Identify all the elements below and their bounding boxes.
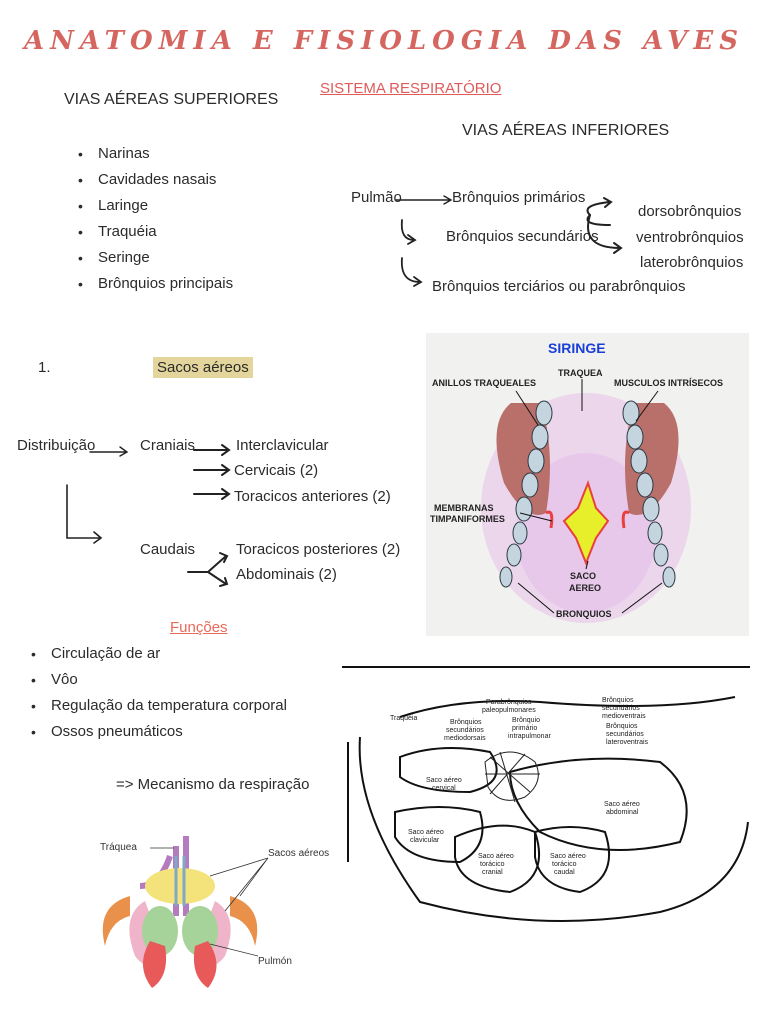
bronquios-secundarios: Brônquios secundários	[446, 228, 599, 245]
air-sac-diagram: Traquéia Parabrônquios paleopulmonares B…	[342, 666, 750, 922]
label-saco-2: AEREO	[569, 583, 601, 593]
label-toracico-ca-1: Saco aéreo	[550, 853, 586, 860]
pulmao-label: Pulmão	[351, 189, 402, 206]
laterobronquios: laterobrônquios	[640, 254, 744, 271]
cranial-item: Interclavicular	[236, 437, 329, 454]
caudal-item: Abdominais (2)	[236, 566, 337, 583]
list-item: Laringe	[74, 193, 233, 219]
bird-label-traquea: Tráquea	[100, 842, 137, 853]
lower-airways-arrows	[395, 195, 623, 287]
list-item: Regulação da temperatura corporal	[27, 693, 287, 719]
label-bronquio-primario-1: Brônquio	[512, 717, 540, 724]
list-item: Narinas	[74, 141, 233, 167]
caudal-item: Toracicos posteriores (2)	[236, 541, 401, 558]
bird-label-pulmon: Pulmón	[258, 956, 292, 967]
list-item: Circulação de ar	[27, 641, 287, 667]
lower-airways-heading: VIAS AÉREAS INFERIORES	[462, 122, 670, 139]
label-clavicular-2: clavicular	[410, 837, 440, 844]
bronquios-terciarios: Brônquios terciários ou parabrônquios	[432, 278, 686, 295]
label-toracico-cr-2: torácico	[480, 861, 505, 868]
sacos-arrows	[66, 444, 231, 587]
label-parabronquios-1: Parabrônquios	[486, 699, 532, 706]
siringe-illustration: SIRINGE TRAQUEA ANILLOS TRAQUEALES MUSCU…	[430, 340, 723, 623]
label-toracico-cr-1: Saco aéreo	[478, 853, 514, 860]
label-bronquios-ventrais-2: secundários	[602, 705, 640, 712]
craniais-label: Craniais	[140, 437, 196, 454]
list-item: Ossos pneumáticos	[27, 719, 287, 745]
label-toracico-ca-3: caudal	[554, 869, 575, 876]
list-item: Seringe	[74, 245, 233, 271]
label-bronquios-lat-1: Brônquios	[606, 723, 638, 730]
cranial-item: Toracicos anteriores (2)	[234, 488, 391, 505]
label-bronquios-medio-3: mediodorsais	[444, 735, 486, 742]
list-item: Vôo	[27, 667, 287, 693]
funcoes-list: Circulação de ar Vôo Regulação da temper…	[27, 641, 287, 745]
section-title: SISTEMA RESPIRATÓRIO	[320, 80, 502, 97]
label-musculos: MUSCULOS INTRÍSECOS	[614, 378, 723, 388]
list-item: Brônquios principais	[74, 271, 233, 297]
bird-label-sacos: Sacos aéreos	[268, 848, 329, 859]
label-cervical-2: cervical	[432, 785, 456, 792]
sacos-heading: Sacos aéreos	[153, 357, 253, 378]
dorsobronquios: dorsobrônquios	[638, 203, 742, 220]
ventrobronquios: ventrobrônquios	[636, 229, 744, 246]
label-abdominal-2: abdominal	[606, 809, 639, 816]
label-saco-1: SACO	[570, 571, 596, 581]
label-cervical-1: Saco aéreo	[426, 777, 462, 784]
label-traqueia: Traquéia	[390, 715, 417, 722]
caudais-label: Caudais	[140, 541, 196, 558]
label-bronquios-ventrais-3: medioventrais	[602, 713, 646, 720]
label-toracico-ca-2: torácico	[552, 861, 577, 868]
label-bronquios-ventrais-1: Brônquios	[602, 697, 634, 704]
label-abdominal-1: Saco aéreo	[604, 801, 640, 808]
upper-airways-heading: VIAS AÉREAS SUPERIORES	[64, 91, 279, 108]
label-bronquios: BRONQUIOS	[556, 609, 612, 619]
list-item: Cavidades nasais	[74, 167, 233, 193]
label-membranas-1: MEMBRANAS	[434, 503, 494, 513]
siringe-title: SIRINGE	[548, 340, 606, 356]
label-toracico-cr-3: cranial	[482, 869, 503, 876]
page-title: ANATOMIA E FISIOLOGIA DAS AVES	[23, 26, 745, 56]
label-bronquios-lat-2: secundários	[606, 731, 644, 738]
label-traquea: TRAQUEA	[558, 368, 603, 378]
mecanismo-label: => Mecanismo da respiração	[116, 776, 310, 793]
siringe-figure: SIRINGE TRAQUEA ANILLOS TRAQUEALES MUSCU…	[426, 333, 749, 636]
label-bronquios-lat-3: lateroventrais	[606, 739, 649, 746]
label-bronquios-medio-1: Brônquios	[450, 719, 482, 726]
upper-airways-list: Narinas Cavidades nasais Laringe Traquéi…	[74, 141, 233, 297]
distribuicao-label: Distribuição	[17, 437, 96, 454]
label-bronquios-medio-2: secundários	[446, 727, 484, 734]
label-bronquio-primario-3: intrapulmonar	[508, 733, 551, 740]
label-membranas-2: TIMPANIFORMES	[430, 514, 505, 524]
label-bronquio-primario-2: primário	[512, 725, 537, 732]
cranial-item: Cervicais (2)	[234, 462, 319, 479]
label-anillos: ANILLOS TRAQUEALES	[432, 378, 536, 388]
label-parabronquios-2: paleopulmonares	[482, 707, 536, 714]
list-item: Traquéia	[74, 219, 233, 245]
bronquios-primarios: Brônquios primários	[452, 189, 586, 206]
label-clavicular-1: Saco aéreo	[408, 829, 444, 836]
funcoes-heading: Funções	[170, 619, 228, 636]
section-number: 1.	[38, 359, 51, 376]
bird-respiratory-figure: Tráquea Sacos aéreos Pulmón	[100, 836, 329, 988]
